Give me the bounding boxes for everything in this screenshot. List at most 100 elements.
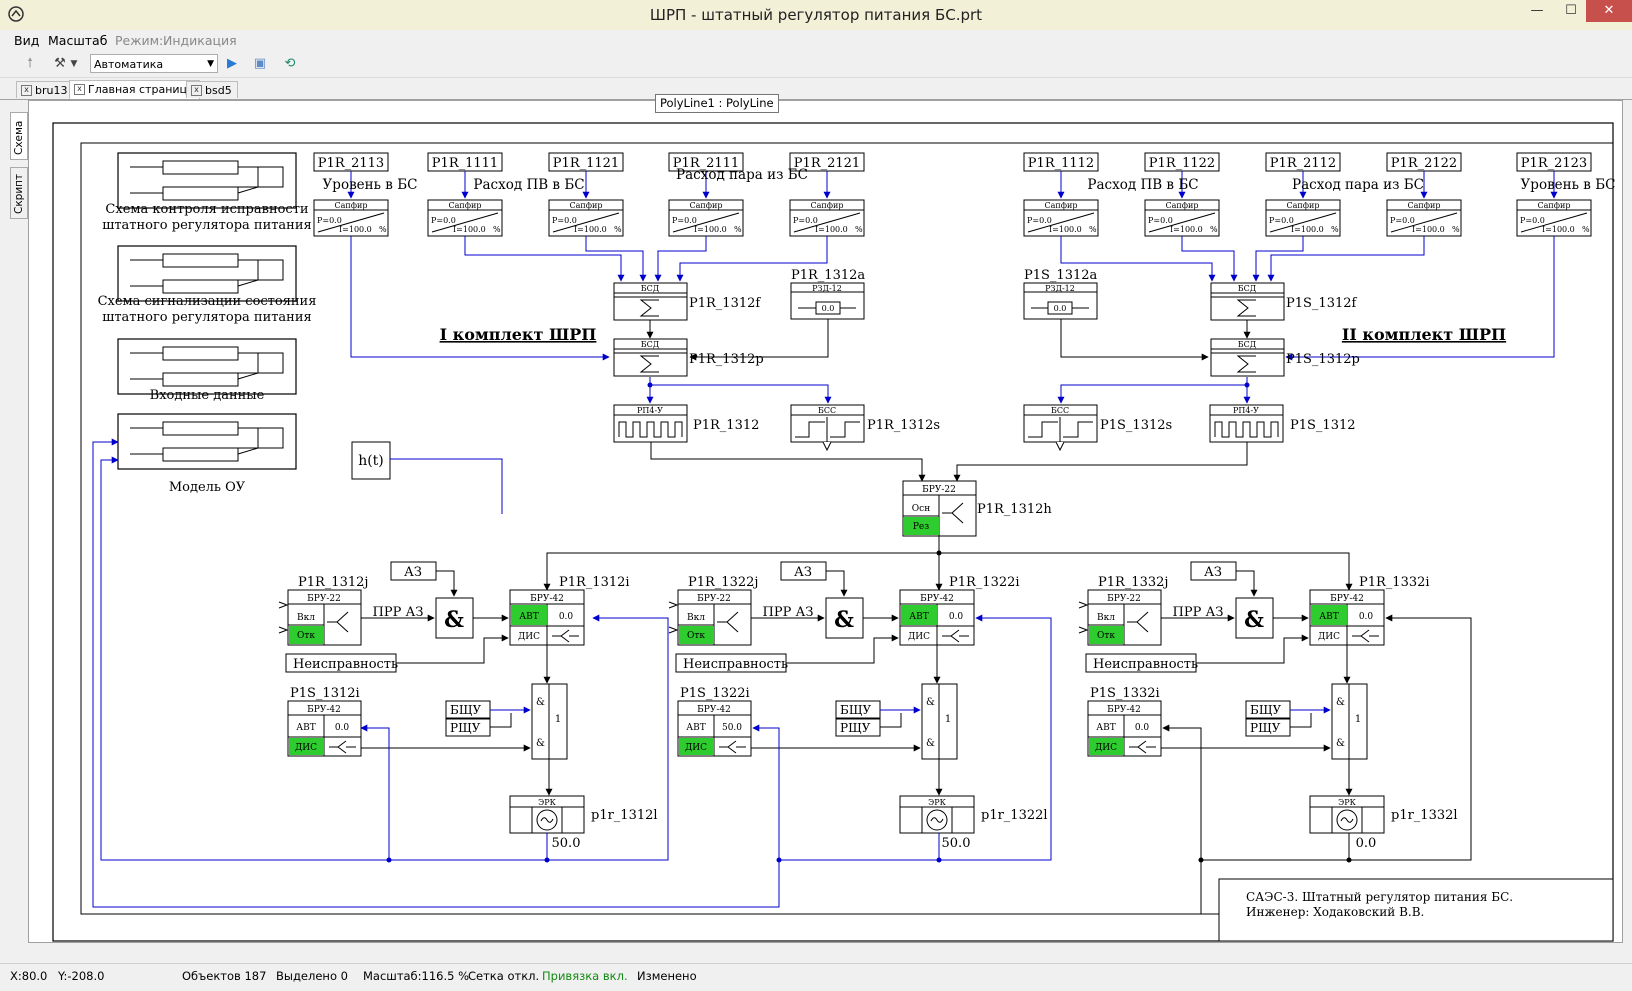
close-icon[interactable]: x xyxy=(21,85,32,96)
bsd-block-3[interactable]: БСД xyxy=(1210,282,1285,321)
status-scale: Масштаб:116.5 % xyxy=(363,969,470,983)
p1s-tag: P1S_1322i xyxy=(680,686,750,701)
func-block-label: h(t) xyxy=(358,453,384,469)
svg-text:Рез: Рез xyxy=(913,522,929,532)
rp-block-set1[interactable]: РП4-У xyxy=(613,404,688,443)
rp-block-set2[interactable]: РП4-У xyxy=(1209,404,1284,443)
bsd-block-2[interactable]: БСД xyxy=(613,338,688,377)
rshu-label: РЩУ xyxy=(450,721,481,735)
close-icon[interactable]: x xyxy=(191,85,202,96)
nav-control-scheme[interactable] xyxy=(117,152,297,209)
play-icon[interactable]: ▶ xyxy=(227,56,237,71)
erk-block[interactable]: ЭРК xyxy=(1309,795,1385,834)
sensor-header: Сапфир xyxy=(1287,201,1320,210)
bshu-label: БЩУ xyxy=(1250,703,1282,717)
erk-value: 50.0 xyxy=(552,836,581,851)
bru42-tag: P1R_1332i xyxy=(1359,575,1430,590)
minimize-button[interactable]: — xyxy=(1530,3,1544,18)
rzd-block-set1[interactable]: РЗД-12 0.0 xyxy=(790,282,865,320)
mode-label: Режим: xyxy=(115,33,164,48)
p1s-avt: АВТ xyxy=(1096,723,1115,733)
menu-scale[interactable]: Масштаб xyxy=(48,33,108,48)
maximize-button[interactable]: ☐ xyxy=(1565,3,1577,18)
title-bar: ШРП - штатный регулятор питания БС.prt —… xyxy=(0,0,1632,30)
bru22-tag: P1R_1332j xyxy=(1098,575,1168,590)
nav-plant-model[interactable] xyxy=(117,413,297,470)
rzd-block-set2[interactable]: РЗД-12 0.0 xyxy=(1023,282,1098,320)
tools-dropdown-icon[interactable]: ▼ xyxy=(70,59,78,69)
side-tab-script[interactable]: Скрипт xyxy=(10,167,28,219)
bss-block-set2[interactable]: БСС xyxy=(1023,404,1098,452)
tools-icon[interactable]: ⚒ xyxy=(54,56,66,71)
func-block-ht[interactable] xyxy=(351,441,391,480)
refresh-icon[interactable]: ⟲ xyxy=(284,56,296,71)
sensor-i: I=100.0 xyxy=(1542,225,1575,234)
close-icon[interactable]: x xyxy=(74,84,85,95)
side-tab-schema[interactable]: Схема xyxy=(10,112,28,160)
bru42-value: 0.0 xyxy=(949,612,964,622)
close-button[interactable]: ✕ xyxy=(1586,0,1632,22)
bru42-type: БРУ-42 xyxy=(1330,594,1364,604)
mode-select[interactable]: Автоматика▼ xyxy=(90,54,218,73)
rp-tag-set1: P1R_1312 xyxy=(693,418,759,433)
erk-type: ЭРК xyxy=(928,798,947,807)
erk-block[interactable]: ЭРК xyxy=(899,795,975,834)
sensor-tag: P1R_1122 xyxy=(1149,156,1215,171)
bshu-label: БЩУ xyxy=(450,703,482,717)
fault-label: Неисправность xyxy=(683,657,788,672)
bsd-block-1[interactable]: БСД xyxy=(613,282,688,321)
nav-input-data[interactable] xyxy=(117,338,297,395)
p1s-avt: АВТ xyxy=(296,723,315,733)
sensor-i: I=100.0 xyxy=(453,225,486,234)
bss-block-set1[interactable]: БСС xyxy=(790,404,865,452)
main-switch-block[interactable]: БРУ-22 Осн Рез xyxy=(902,480,977,537)
bsd-type: БСД xyxy=(641,340,660,349)
polyline-1[interactable] xyxy=(390,458,503,514)
nav-signal-scheme[interactable] xyxy=(117,245,297,302)
window-icon[interactable]: ▣ xyxy=(253,56,267,71)
up-arrow-icon[interactable]: 🠕 xyxy=(27,56,33,71)
p1s-tag: P1S_1312i xyxy=(290,686,360,701)
or-one: 1 xyxy=(555,714,561,725)
menu-view[interactable]: Вид xyxy=(14,33,40,48)
schematic-canvas[interactable]: Схема контроля исправности штатного регу… xyxy=(28,100,1623,943)
sensor-tag: P1R_2121 xyxy=(794,156,860,171)
or-and-1: & xyxy=(1336,697,1345,708)
sensor-unit: % xyxy=(855,225,863,234)
bsd-block-4[interactable]: БСД xyxy=(1210,338,1285,377)
sensor-i: I=100.0 xyxy=(1412,225,1445,234)
sensor-header: Сапфир xyxy=(1408,201,1441,210)
status-snap: Привязка вкл. xyxy=(542,969,628,983)
status-grid: Сетка откл. xyxy=(468,969,540,983)
sensor-p: P=0.0 xyxy=(1027,216,1052,225)
sensor-unit: % xyxy=(734,225,742,234)
side-tab-label: Схема xyxy=(13,120,25,155)
avt-label: АВТ xyxy=(909,612,928,622)
status-x: X:80.0 xyxy=(10,969,48,983)
bsd-type: БСД xyxy=(641,284,660,293)
erk-block[interactable]: ЭРК xyxy=(509,795,585,834)
